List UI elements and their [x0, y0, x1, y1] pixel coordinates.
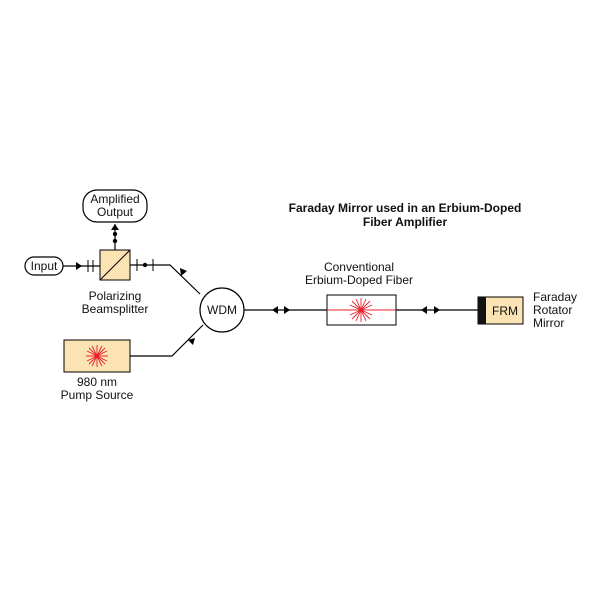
input-label: Input	[31, 259, 58, 273]
pump-to-wdm-path	[130, 324, 204, 357]
output-path	[111, 224, 119, 250]
wdm-to-fiber-path	[244, 306, 327, 314]
fiber-label-2: Erbium-Doped Fiber	[305, 273, 413, 287]
erbium-doped-fiber	[326, 294, 397, 326]
title-line-1: Faraday Mirror used in an Erbium-Doped	[289, 201, 522, 215]
amplified-output-node: Amplified Output	[82, 189, 148, 223]
faraday-mirror-label-1: Faraday	[533, 290, 577, 304]
pump-label-1: 980 nm	[77, 375, 117, 389]
faraday-mirror-label-3: Mirror	[533, 316, 564, 330]
pump-source	[63, 339, 131, 373]
input-path	[63, 260, 100, 272]
input-node: Input	[24, 256, 64, 276]
frm-node: FRM	[477, 296, 524, 325]
polarizing-beamsplitter	[99, 249, 131, 281]
pump-laser-burst	[86, 345, 108, 367]
bs-to-wdm-path	[130, 259, 201, 295]
wdm-node: WDM	[199, 287, 245, 333]
faraday-mirror-label-2: Rotator	[533, 303, 572, 317]
amplified-output-label-1: Amplified	[90, 192, 139, 206]
fiber-label-1: Conventional	[324, 260, 394, 274]
frm-label: FRM	[492, 304, 518, 318]
beamsplitter-label-2: Beamsplitter	[82, 302, 149, 316]
beamsplitter-label-1: Polarizing	[89, 289, 142, 303]
fiber-laser-burst	[349, 298, 373, 322]
wdm-label: WDM	[207, 303, 237, 317]
title-line-2: Fiber Amplifier	[363, 215, 448, 229]
fiber-to-frm-path	[396, 306, 478, 314]
pump-label-2: Pump Source	[61, 388, 134, 402]
amplified-output-label-2: Output	[97, 205, 134, 219]
